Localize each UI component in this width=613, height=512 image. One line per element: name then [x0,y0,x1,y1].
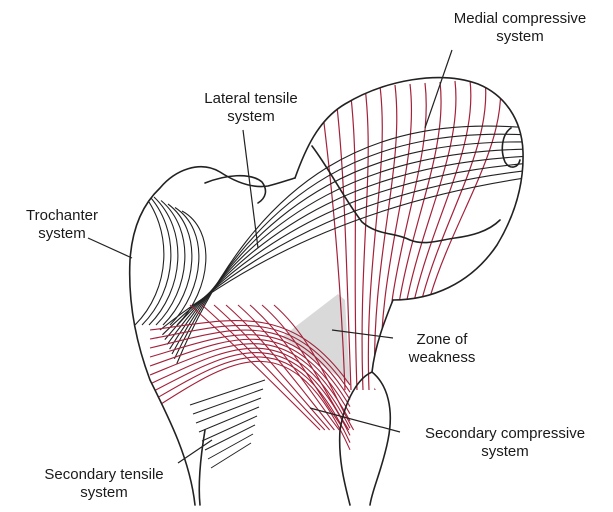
label-zone-of-weakness-line1: Zone of [409,331,476,349]
label-trochanter-line1: Trochanter [26,207,98,225]
lesser-trochanter-knob [370,372,390,505]
label-medial-compressive-line1: Medial compressive [454,10,587,28]
label-trochanter: Trochanter system [26,207,98,243]
secondary-compressive-line [150,361,350,449]
medial-compressive-line [350,88,357,390]
label-lateral-tensile-line1: Lateral tensile [204,90,297,108]
label-zone-of-weakness-line2: weakness [409,349,476,367]
label-secondary-tensile: Secondary tensile system [44,466,163,502]
label-medial-compressive: Medial compressive system [454,10,587,46]
label-secondary-compressive-line2: system [425,443,585,461]
label-secondary-compressive-line1: Secondary compressive [425,425,585,443]
lateral-tensile-line [174,134,525,359]
leader-lateral-tensile [243,130,258,248]
leader-secondary-tensile [178,440,212,463]
label-medial-compressive-line2: system [454,28,587,46]
label-lateral-tensile: Lateral tensile system [204,90,297,126]
femoral-neck-outline [295,78,523,300]
label-secondary-tensile-line2: system [44,484,163,502]
label-trochanter-line2: system [26,225,98,243]
label-zone-of-weakness: Zone of weakness [409,331,476,367]
femur-outline [130,167,295,505]
lesser-trochanter-outline [340,300,393,505]
label-secondary-tensile-line1: Secondary tensile [44,466,163,484]
medial-compressive-line [362,87,368,390]
label-lateral-tensile-line2: system [204,108,297,126]
leader-medial-compressive [425,50,452,128]
label-secondary-compressive: Secondary compressive system [425,425,585,461]
